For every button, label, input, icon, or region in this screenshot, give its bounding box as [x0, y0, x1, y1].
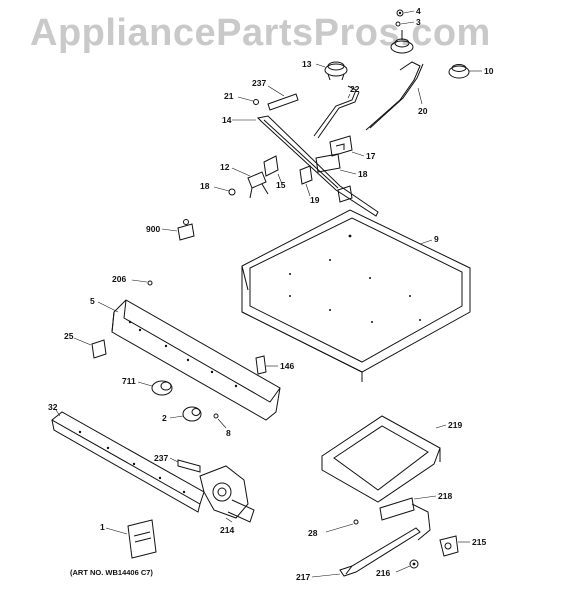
- label-2: 2: [162, 413, 167, 423]
- label-237-lower: 237: [154, 453, 168, 463]
- label-18-left: 18: [200, 181, 210, 191]
- label-5: 5: [90, 296, 95, 306]
- part-21-screw: [237, 96, 259, 105]
- label-22: 22: [350, 84, 360, 94]
- label-3: 3: [416, 17, 421, 27]
- part-19-clip: [299, 165, 313, 197]
- label-32: 32: [48, 402, 58, 412]
- part-214-regulator: [199, 465, 255, 523]
- label-900: 900: [146, 224, 160, 234]
- label-217: 217: [296, 572, 310, 582]
- part-218-module: [379, 495, 437, 541]
- label-13: 13: [302, 59, 312, 69]
- label-218: 218: [438, 491, 452, 501]
- label-8: 8: [226, 428, 231, 438]
- part-146-clip: [255, 355, 278, 375]
- label-14: 14: [222, 115, 232, 125]
- label-28: 28: [308, 528, 318, 538]
- label-146: 146: [280, 361, 294, 371]
- label-237-upper: 237: [252, 78, 266, 88]
- part-5-panel: [97, 299, 281, 421]
- part-711-knob: [137, 380, 173, 396]
- part-4-screw: [396, 9, 415, 17]
- label-25: 25: [64, 331, 74, 341]
- part-237-lower: [169, 457, 201, 473]
- label-12: 12: [220, 162, 230, 172]
- part-18-bracket-right: [315, 153, 357, 175]
- part-219-panel: [321, 415, 447, 503]
- label-206: 206: [112, 274, 126, 284]
- label-9: 9: [434, 234, 439, 244]
- part-17-bracket: [329, 135, 365, 157]
- label-214: 214: [220, 525, 234, 535]
- part-217-rod: [311, 527, 421, 578]
- part-22-tube: [313, 85, 360, 139]
- label-4: 4: [416, 6, 421, 16]
- label-21: 21: [224, 91, 234, 101]
- valve-upper: [390, 30, 414, 54]
- part-8-screw: [213, 413, 227, 429]
- part-20-tube: [365, 61, 424, 131]
- part-13-valve: [315, 61, 348, 81]
- part-9-tray: [241, 209, 471, 382]
- label-19: 19: [310, 195, 320, 205]
- part-18-screw: [213, 186, 236, 196]
- label-17: 17: [366, 151, 376, 161]
- label-15: 15: [276, 180, 286, 190]
- part-215-bracket: [439, 535, 470, 557]
- label-10: 10: [484, 66, 494, 76]
- part-14-manifold: [232, 115, 379, 217]
- label-18-right: 18: [358, 169, 368, 179]
- part-15-bracket: [263, 155, 283, 185]
- part-10-valve: [448, 64, 482, 79]
- label-215: 215: [472, 537, 486, 547]
- label-20: 20: [418, 106, 428, 116]
- label-216: 216: [376, 568, 390, 578]
- part-28-screw: [325, 519, 359, 533]
- part-206-screw: [131, 279, 153, 286]
- part-3-spring: [395, 21, 415, 27]
- art-number: (ART NO. WB14406 C7): [70, 568, 153, 577]
- part-12-igniter: [231, 167, 269, 199]
- part-216-nut: [395, 559, 419, 573]
- part-900-bracket: [161, 219, 195, 241]
- part-2-knob: [169, 406, 202, 422]
- bracket-small: [337, 185, 353, 203]
- part-25-clip: [73, 337, 107, 359]
- part-1-literature: [105, 519, 157, 559]
- watermark: AppliancePartsPros.com: [30, 12, 491, 54]
- part-237-fitting: [267, 85, 299, 111]
- label-711: 711: [122, 376, 136, 386]
- label-219: 219: [448, 420, 462, 430]
- label-1: 1: [100, 522, 105, 532]
